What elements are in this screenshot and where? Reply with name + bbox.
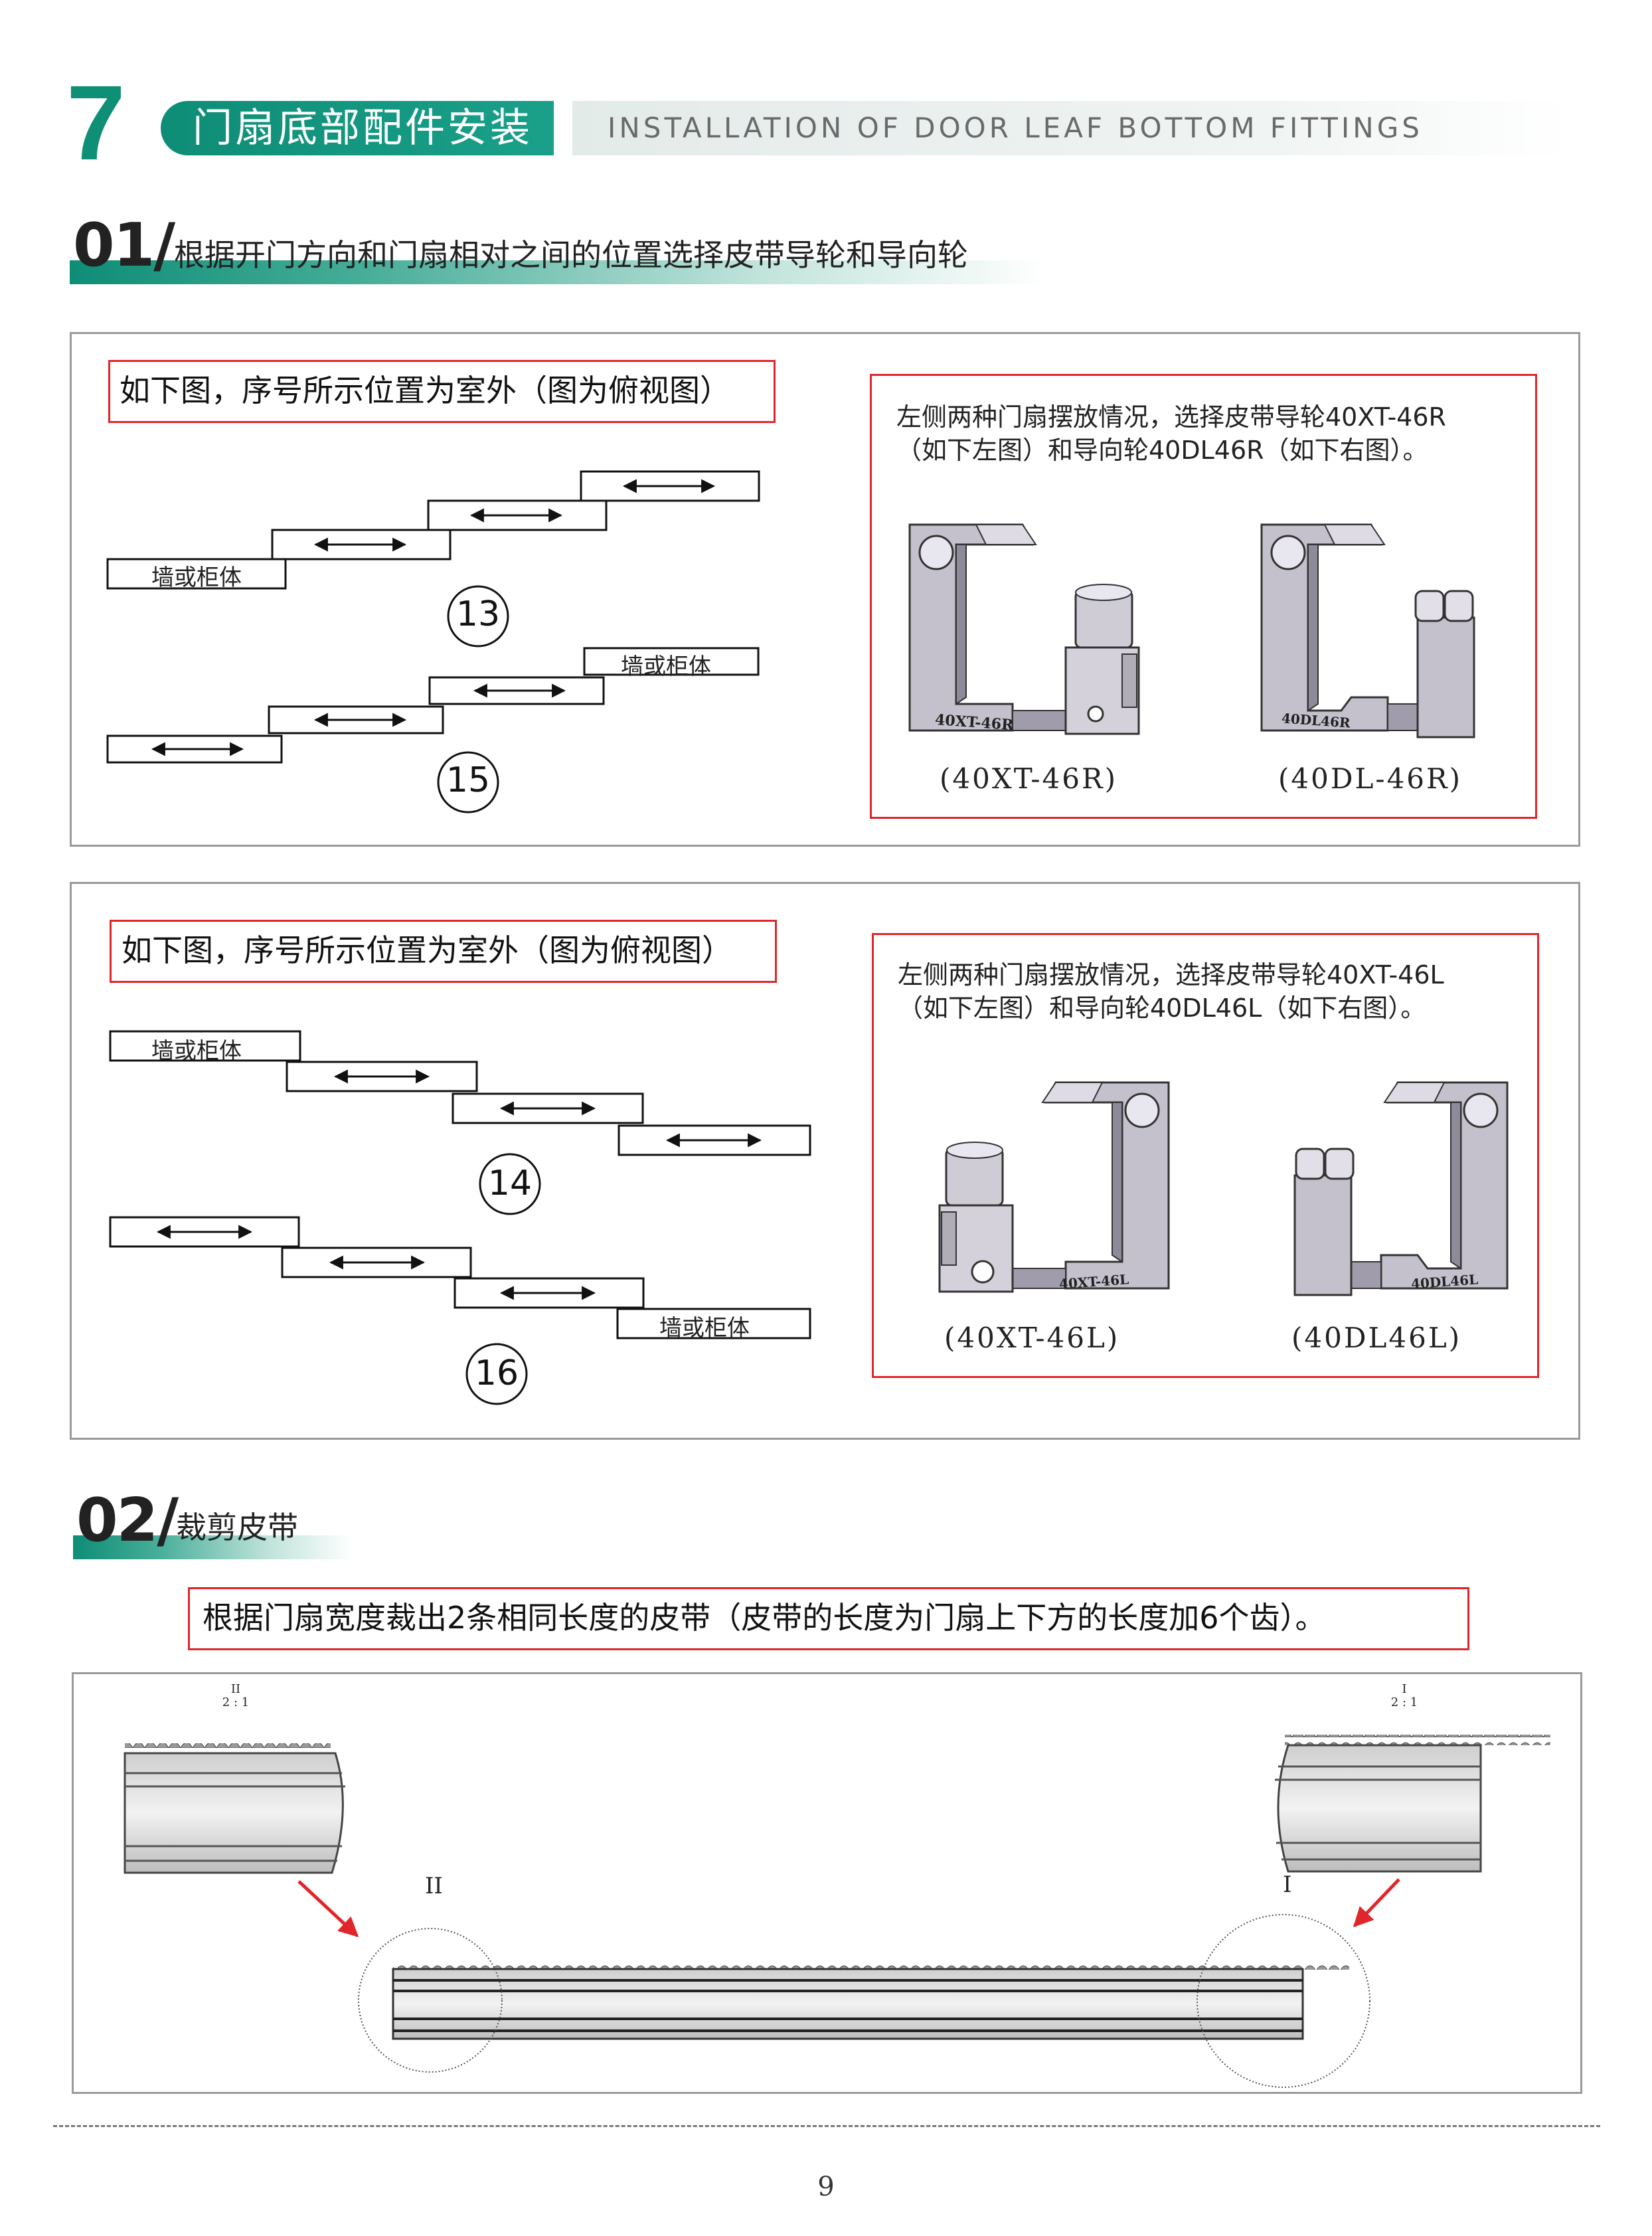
door-leaf — [427, 499, 608, 531]
wall-label: 墙或柜体 — [621, 653, 711, 680]
pointer-arrow — [1353, 1878, 1400, 1928]
panel1-desc-line2: （如下左图）和导向轮40DL46R（如下右图）。 — [896, 436, 1428, 465]
detail-view-ii — [124, 1743, 345, 1874]
panel1-caption-box — [108, 360, 776, 423]
wall-label: 墙或柜体 — [151, 564, 242, 591]
panel2-caption-box — [110, 920, 777, 983]
detail-marker: I — [1283, 1871, 1292, 1898]
position-number: 16 — [474, 1353, 519, 1393]
position-number: 14 — [487, 1163, 533, 1203]
panel1-layout-diagram — [106, 470, 760, 814]
product-label: (40DL46L) — [1291, 1322, 1462, 1354]
product-label: (40DL-46R) — [1278, 762, 1463, 795]
section-title-en: INSTALLATION OF DOOR LEAF BOTTOM FITTING… — [608, 112, 1423, 144]
wall-block — [583, 647, 760, 676]
section-title-zh: 门扇底部配件安装 — [193, 105, 533, 151]
belt-guide-wheel-l-image — [938, 1081, 1170, 1293]
panel1-caption: 如下图，序号所示位置为室外（图为俯视图） — [120, 373, 730, 408]
detail-label: II — [230, 1682, 241, 1696]
detail-scale: 2 : 1 — [222, 1695, 250, 1709]
page-number: 9 — [817, 2172, 835, 2202]
belt-strip — [392, 1960, 1349, 2040]
section-number: 7 — [66, 63, 125, 182]
wall-block — [106, 558, 287, 590]
product-label: (40XT-46L) — [944, 1322, 1120, 1354]
position-number: 13 — [455, 594, 501, 634]
step2-instruction: 根据门扇宽度裁出2条相同长度的皮带（皮带的长度为门扇上下方的长度加6个齿）。 — [203, 1600, 1326, 1636]
guide-wheel-l-image — [1293, 1081, 1509, 1296]
detail-label: I — [1402, 1682, 1407, 1696]
step2-number: 02/ — [76, 1486, 179, 1555]
detail-circle-i — [1197, 1914, 1370, 2088]
panel2-caption: 如下图，序号所示位置为室外（图为俯视图） — [122, 932, 732, 968]
step1-text: 根据开门方向和门扇相对之间的位置选择皮带导轮和导向轮 — [174, 237, 968, 273]
pointer-arrow — [297, 1880, 359, 1938]
detail-marker: II — [425, 1873, 443, 1899]
wall-label: 墙或柜体 — [659, 1315, 750, 1341]
panel2-desc-line2: （如下左图）和导向轮40DL46L（如下右图）。 — [898, 993, 1426, 1023]
position-marker — [447, 585, 509, 647]
wall-block — [109, 1030, 301, 1062]
position-marker — [479, 1153, 541, 1215]
position-marker — [465, 1343, 528, 1405]
position-marker — [437, 751, 499, 814]
title-bar — [572, 101, 1568, 155]
panel2-desc-line1: 左侧两种门扇摆放情况，选择皮带导轮40XT-46L — [898, 960, 1444, 989]
position-number: 15 — [446, 760, 491, 800]
step1-number: 01/ — [73, 211, 175, 280]
wall-block — [616, 1308, 811, 1339]
wall-label: 墙或柜体 — [151, 1038, 242, 1065]
detail-view-i — [1275, 1735, 1550, 1873]
belt-cut-diagram — [124, 1735, 1550, 2088]
panel1-desc-line1: 左侧两种门扇摆放情况，选择皮带导轮40XT-46R — [896, 402, 1446, 432]
panel2-layout-diagram — [109, 1030, 811, 1405]
detail-scale: 2 : 1 — [1390, 1695, 1418, 1709]
footer-divider — [53, 2125, 1600, 2127]
door-leaf — [618, 1124, 811, 1156]
guide-wheel-r-image — [1260, 523, 1475, 738]
title-pill — [161, 101, 554, 155]
product-label: (40XT-46R) — [940, 762, 1117, 795]
detail-circle-ii — [358, 1928, 503, 2073]
belt-guide-wheel-r-image — [908, 523, 1140, 735]
step1-underline — [70, 260, 1046, 284]
step2-underline — [73, 1535, 352, 1559]
step2-instruction-box — [188, 1587, 1469, 1650]
step2-text: 裁剪皮带 — [176, 1509, 298, 1545]
